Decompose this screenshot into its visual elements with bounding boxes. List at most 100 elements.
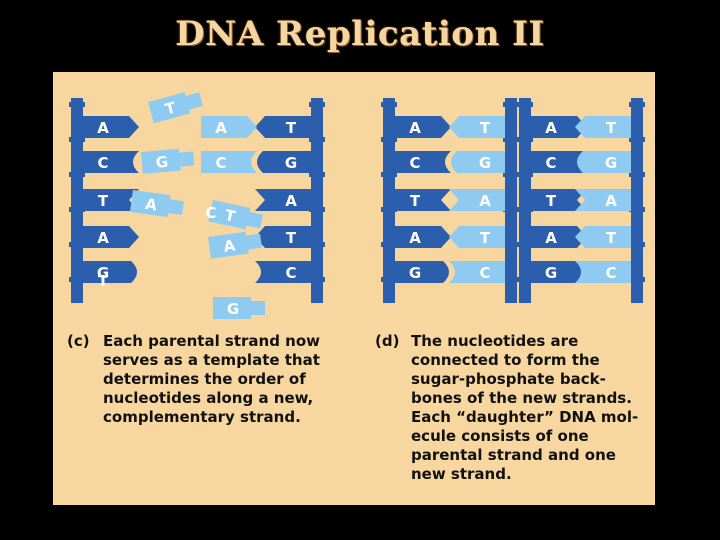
c-left-base-2-label: T <box>98 192 109 210</box>
d-molecule-1-left-backbone-rung-3 <box>381 207 397 212</box>
c-left-base-4 <box>83 261 137 283</box>
c-right-base-0 <box>255 116 311 138</box>
caption-d-text: The nucleotides are connected to form th… <box>411 332 638 484</box>
c-right-base-1-label: G <box>285 154 297 172</box>
c-left-backbone-rung-4 <box>69 242 85 247</box>
c-right-base-4 <box>255 261 311 283</box>
d-molecule-1-right-base-0-label: T <box>480 119 491 137</box>
d-molecule-1-left-base-3 <box>395 226 451 248</box>
c-right-backbone-rung-1 <box>309 137 325 142</box>
d-molecule-2-left-backbone-rung-0 <box>517 102 533 107</box>
c-free-nucleotide-label-1: G <box>155 153 169 172</box>
c-right-backbone-rung-5 <box>309 277 325 282</box>
c-right-backbone-rung-2 <box>309 172 325 177</box>
c-right-base-2 <box>255 189 311 211</box>
c-right-base-4-label: C <box>285 264 296 282</box>
c-left-base-0-label: A <box>97 119 109 137</box>
d-molecule-2-right-base-2-label: A <box>605 192 617 210</box>
d-molecule-1-right-base-0 <box>449 116 505 138</box>
d-molecule-2-right-backbone-rung-3 <box>629 207 645 212</box>
c-free-nucleotide-label-5: G <box>227 300 239 318</box>
d-molecule-1-right-base-4-label: C <box>479 264 490 282</box>
d-molecule-2-right-base-3 <box>575 226 631 248</box>
caption-c-letter: (c) <box>67 332 90 351</box>
d-molecule-1-left-backbone-rung-1 <box>381 137 397 142</box>
d-molecule-2-right-base-4-label: C <box>605 264 616 282</box>
c-free-nucleotide-shape-0 <box>148 89 204 124</box>
d-molecule-2-right-backbone-rung-1 <box>629 137 645 142</box>
caption-d: (d) The nucleotides are connected to for… <box>375 332 650 502</box>
d-molecule-1-right-backbone <box>505 98 517 303</box>
slide-title: DNA Replication II <box>0 14 720 54</box>
d-molecule-1-right-base-1-label: G <box>479 154 491 172</box>
d-molecule-1-left-base-0 <box>395 116 451 138</box>
d-molecule-2-left-backbone <box>519 98 531 303</box>
c-free-nucleotide-4: A <box>208 230 263 259</box>
c-right-backbone-rung-3 <box>309 207 325 212</box>
c-left-base-1-label: C <box>97 154 108 172</box>
d-molecule-2-left-base-3-label: A <box>545 229 557 247</box>
c-right-new-pair-1-label: C <box>215 154 226 172</box>
d-molecule-1-left-backbone-rung-4 <box>381 242 397 247</box>
c-free-nucleotide-shape-4 <box>208 230 263 259</box>
c-left-base-3 <box>83 226 139 248</box>
d-molecule-2-left-base-2-label: T <box>546 192 557 210</box>
c-right-backbone-rung-4 <box>309 242 325 247</box>
c-free-nucleotide-2: A <box>130 190 185 219</box>
c-right-new-pair-1 <box>201 151 257 173</box>
c-free-nucleotide-5: G <box>213 297 265 319</box>
d-molecule-2-left-base-0-label: A <box>545 119 557 137</box>
c-right-new-pair-0 <box>201 116 257 138</box>
d-molecule-1-left-backbone <box>383 98 395 303</box>
d-molecule-2-left-backbone-rung-2 <box>517 172 533 177</box>
d-molecule-1-left-base-2 <box>395 189 451 211</box>
c-right-backbone <box>311 98 323 303</box>
d-molecule-2-left-backbone-rung-4 <box>517 242 533 247</box>
d-molecule-2-left-base-4 <box>531 261 585 283</box>
d-molecule-2-right-backbone-rung-5 <box>629 277 645 282</box>
d-molecule-2-left-backbone-rung-3 <box>517 207 533 212</box>
c-stray-label-t: T <box>98 272 109 290</box>
c-left-backbone-rung-5 <box>69 277 85 282</box>
d-molecule-2-right-base-4 <box>575 261 631 283</box>
c-free-nucleotide-shape-2 <box>130 190 185 219</box>
c-stray-label-c: C <box>205 204 216 222</box>
caption-c: (c) Each parental strand now serves as a… <box>67 332 347 442</box>
c-left-backbone <box>71 98 83 303</box>
c-left-base-0 <box>83 116 139 138</box>
d-molecule-1-right-backbone-rung-0 <box>503 102 519 107</box>
d-molecule-2-right-backbone-rung-0 <box>629 102 645 107</box>
d-molecule-1-right-base-3 <box>449 226 505 248</box>
c-free-nucleotide-0: T <box>148 89 204 124</box>
d-molecule-2-right-base-0-label: T <box>606 119 617 137</box>
c-left-backbone-rung-0 <box>69 102 85 107</box>
d-molecule-1-left-backbone-rung-2 <box>381 172 397 177</box>
d-molecule-1-left-base-1-label: C <box>409 154 420 172</box>
c-left-backbone-rung-2 <box>69 172 85 177</box>
c-right-base-3-label: T <box>286 229 297 247</box>
c-left-base-1 <box>83 151 139 173</box>
d-molecule-1-left-base-3-label: A <box>409 229 421 247</box>
d-molecule-2-right-base-0 <box>575 116 631 138</box>
d-molecule-1-right-base-2-label: A <box>479 192 491 210</box>
c-free-nucleotide-3: T <box>208 200 263 232</box>
c-right-base-2-label: A <box>285 192 297 210</box>
d-molecule-1-left-base-2-label: T <box>410 192 421 210</box>
d-molecule-1-left-base-4-label: G <box>409 264 421 282</box>
d-molecule-1-right-base-4 <box>449 261 505 283</box>
d-molecule-1-left-base-0-label: A <box>409 119 421 137</box>
d-molecule-1-right-backbone-rung-2 <box>503 172 519 177</box>
c-free-nucleotide-shape-3 <box>208 200 263 232</box>
c-left-base-3-label: A <box>97 229 109 247</box>
d-molecule-2-left-base-4-label: G <box>545 264 557 282</box>
d-molecule-2-right-backbone-rung-4 <box>629 242 645 247</box>
c-left-backbone-rung-1 <box>69 137 85 142</box>
d-molecule-1-left-base-4 <box>395 261 449 283</box>
c-free-nucleotide-1: G <box>141 147 195 173</box>
caption-c-text: Each parental strand now serves as a tem… <box>103 332 320 427</box>
d-molecule-2-left-backbone-rung-1 <box>517 137 533 142</box>
d-molecule-1-left-backbone-rung-0 <box>381 102 397 107</box>
d-molecule-2-right-backbone <box>631 98 643 303</box>
d-molecule-2-left-base-1-label: C <box>545 154 556 172</box>
